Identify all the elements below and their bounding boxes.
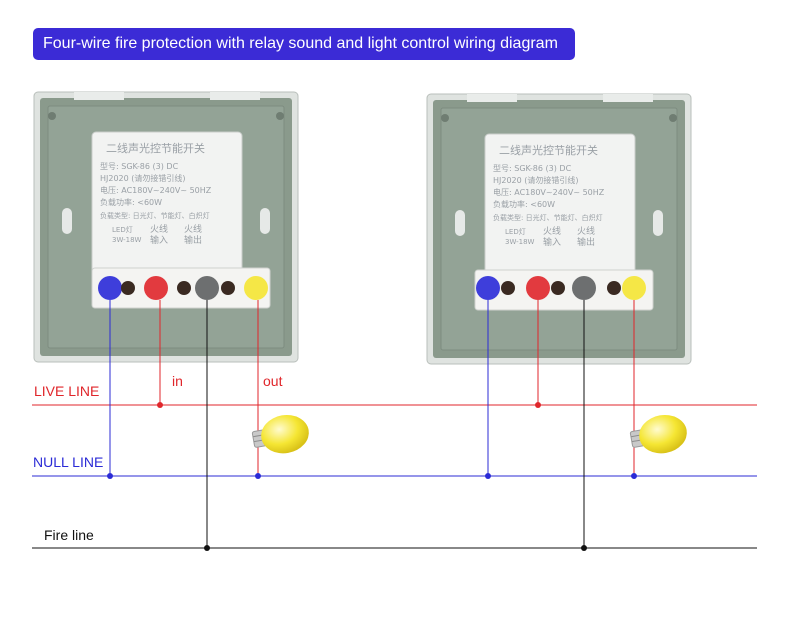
switch-right-col1b: 3W-18W xyxy=(505,238,535,246)
terminal-null-right xyxy=(476,276,500,300)
switch-left-label-line6: 负载类型: 日光灯、节能灯、白炽灯 xyxy=(100,211,210,220)
junction-bulb-right xyxy=(631,473,637,479)
junction-null-left xyxy=(107,473,113,479)
terminal-in-label: in xyxy=(172,373,183,389)
switch-right-col1a: LED灯 xyxy=(505,227,526,236)
switch-left-label-line5: 负载功率: <60W xyxy=(100,197,162,207)
switch-right: 二线声光控节能开关 型号: SGK-86 (3) DC HJ2020 (请勿接错… xyxy=(426,93,692,365)
terminal-live-out-right xyxy=(622,276,646,300)
terminal-out-label: out xyxy=(263,373,283,389)
switch-left-col3b: 输出 xyxy=(184,234,202,246)
terminal-fire-left xyxy=(195,276,219,300)
switch-right-col2b: 输入 xyxy=(543,236,561,248)
switch-left-col3a: 火线 xyxy=(184,223,202,235)
switch-right-col2a: 火线 xyxy=(543,225,561,237)
switch-left-col2b: 输入 xyxy=(150,234,168,246)
live-line-label: LIVE LINE xyxy=(34,383,100,399)
junction-live-right xyxy=(535,402,541,408)
switch-left: 二线声光控节能开关 型号: SGK-86 (3) DC HJ2020 (请勿接错… xyxy=(33,91,299,363)
switch-right-label-line3: HJ2020 (请勿接错引线) xyxy=(493,175,579,185)
junction-bulb-left xyxy=(255,473,261,479)
junction-fire-left xyxy=(204,545,210,551)
junction-null-right xyxy=(485,473,491,479)
junction-fire-right xyxy=(581,545,587,551)
switch-right-label-line2: 型号: SGK-86 (3) DC xyxy=(493,164,572,173)
switch-left-label-line4: 电压: AC180V~240V~ 50HZ xyxy=(100,185,212,195)
switch-left-col1b: 3W-18W xyxy=(112,236,142,244)
switch-right-label-line1: 二线声光控节能开关 xyxy=(499,143,598,157)
light-bulb-icon xyxy=(251,414,309,454)
switch-right-col3a: 火线 xyxy=(577,225,595,237)
switch-right-col3b: 输出 xyxy=(577,236,595,248)
switch-left-col2a: 火线 xyxy=(150,223,168,235)
switch-left-label-line3: HJ2020 (请勿接错引线) xyxy=(100,173,186,183)
switch-left-label-line2: 型号: SGK-86 (3) DC xyxy=(100,162,179,171)
junction-live-left xyxy=(157,402,163,408)
switch-right-label-line5: 负载功率: <60W xyxy=(493,199,555,209)
title-banner: Four-wire fire protection with relay sou… xyxy=(33,28,575,60)
terminal-null-left xyxy=(98,276,122,300)
terminal-live-in-right xyxy=(526,276,550,300)
switch-right-label-line6: 负载类型: 日光灯、节能灯、白炽灯 xyxy=(493,213,603,222)
light-bulb-icon xyxy=(629,414,687,454)
switch-left-col1a: LED灯 xyxy=(112,225,133,234)
null-line-label: NULL LINE xyxy=(33,454,104,470)
terminal-live-in-left xyxy=(144,276,168,300)
fire-line-label: Fire line xyxy=(44,527,94,543)
switch-right-label-line4: 电压: AC180V~240V~ 50HZ xyxy=(493,187,605,197)
terminal-fire-right xyxy=(572,276,596,300)
switch-left-label-line1: 二线声光控节能开关 xyxy=(106,141,205,155)
terminal-live-out-left xyxy=(244,276,268,300)
